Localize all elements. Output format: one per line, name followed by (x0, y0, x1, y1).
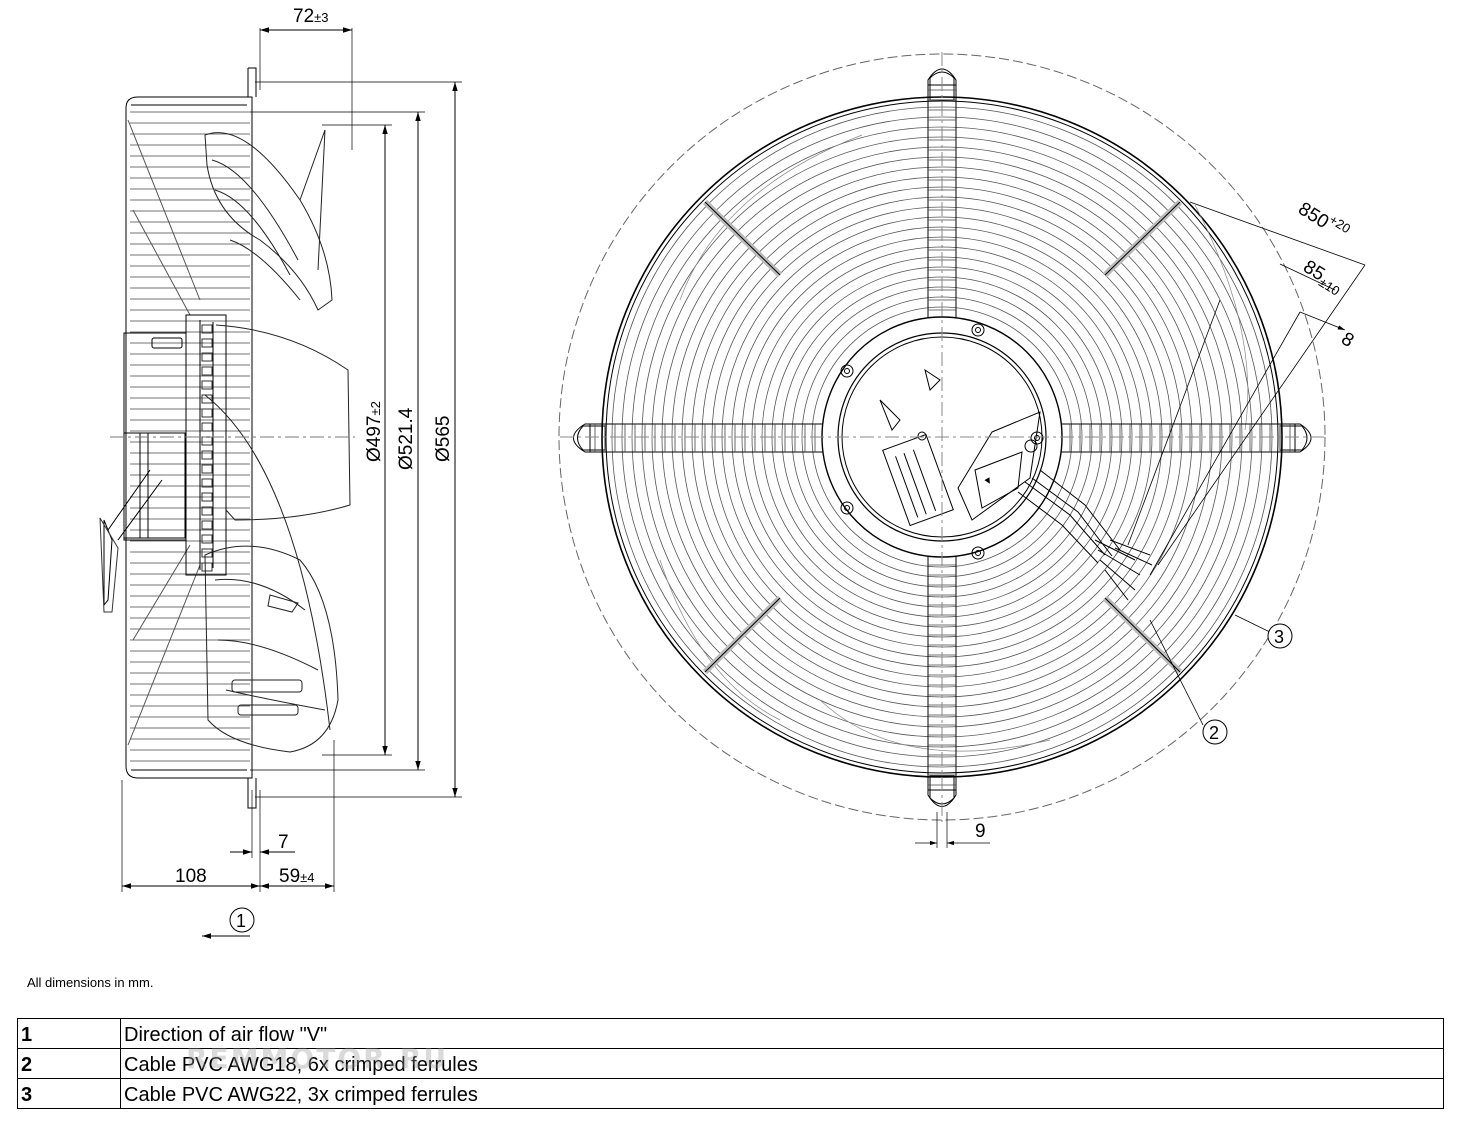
legend-number: 1 (17, 1018, 121, 1049)
guard-frame-side (125, 67, 257, 809)
dim-850: 850+20 (1294, 195, 1353, 245)
technical-drawing: 72±3 Ø497±2 Ø521.4 Ø565 7 108 59±4 1 (99, 6, 1366, 939)
dim-dia-497: Ø497±2 (364, 401, 385, 462)
motor-body (123, 314, 227, 576)
side-dim-lines (121, 27, 462, 939)
dim-dia-521: Ø521.4 (396, 407, 417, 470)
legend-text: Cable PVC AWG18, 6x crimped ferrules (120, 1048, 1444, 1079)
dim-dia-565: Ø565 (433, 416, 454, 462)
callout-3: 3 (1274, 627, 1284, 647)
callout-1: 1 (236, 911, 246, 931)
dim-7: 7 (278, 832, 289, 853)
dim-8: 8 (1337, 328, 1357, 351)
cables-front (1017, 469, 1153, 601)
svg-text:▼: ▼ (981, 474, 995, 488)
legend-row: 3 Cable PVC AWG22, 3x crimped ferrules (17, 1078, 1444, 1109)
watermark: REMMOTOR.RU (186, 1042, 449, 1075)
side-view: 72±3 Ø497±2 Ø521.4 Ø565 7 108 59±4 1 (99, 6, 462, 939)
fan-blades-side (204, 129, 351, 753)
units-note: All dimensions in mm. (27, 975, 154, 990)
legend-number: 3 (17, 1078, 121, 1109)
dim-59: 59±4 (279, 866, 315, 887)
dim-108: 108 (175, 866, 207, 887)
legend-number: 2 (17, 1048, 121, 1079)
dim-72: 72±3 (293, 6, 329, 27)
dim-85: 85±10 (1298, 256, 1346, 298)
front-view: ▼ (558, 52, 1366, 848)
legend-row: 2 Cable PVC AWG18, 6x crimped ferrules (17, 1048, 1444, 1079)
legend-table: 1 Direction of air flow "V" 2 Cable PVC … (17, 1018, 1444, 1109)
cable-gland-side (99, 469, 163, 613)
legend-text: Cable PVC AWG22, 3x crimped ferrules (120, 1078, 1444, 1109)
dim-9: 9 (975, 821, 986, 842)
callout-2: 2 (1209, 723, 1219, 743)
